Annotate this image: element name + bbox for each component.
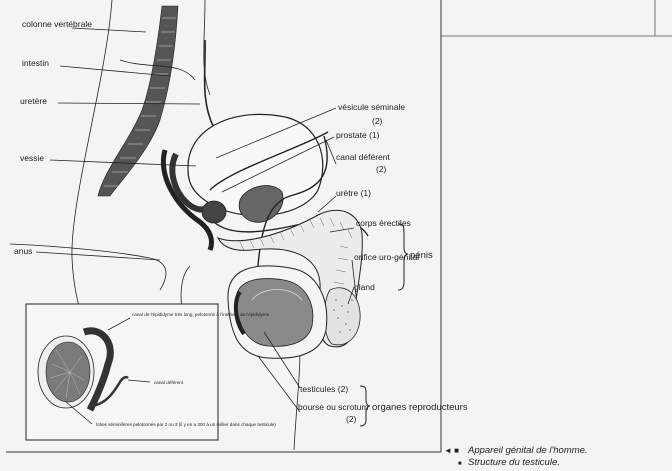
- label-anus: anus: [14, 246, 32, 256]
- caption-line1: Appareil génital de l'homme.: [467, 445, 588, 456]
- label-prostate: prostate (1): [336, 130, 380, 140]
- label-uretere: uretère: [20, 96, 47, 106]
- label-vesicule: vésicule séminale: [338, 102, 405, 112]
- caption-arrow: ◄ ■: [444, 446, 459, 455]
- inset-label-epididyme: canal de l'épididyme très long, pelotonn…: [132, 312, 270, 317]
- label-vesicule-num: (2): [372, 116, 383, 126]
- inset-label-canal: canal déférent: [154, 380, 184, 385]
- ureter: [205, 40, 214, 128]
- inset-lobules: [46, 342, 90, 402]
- label-penis: pénis: [410, 250, 433, 261]
- caption-line2: Structure du testicule.: [468, 457, 560, 466]
- buttock-outline: [10, 244, 166, 290]
- label-canal-deferent-num: (2): [376, 164, 387, 174]
- glans: [324, 288, 360, 345]
- label-testicules: testicules (2): [300, 384, 348, 394]
- label-uretre: urètre (1): [336, 188, 371, 198]
- label-colonne: colonne vertébrale: [22, 19, 92, 29]
- label-vessie: vessie: [20, 153, 44, 163]
- thigh-outline: [294, 350, 300, 450]
- label-bourse-num: (2): [346, 414, 357, 424]
- prostate: [202, 201, 226, 223]
- label-organes: organes reproducteurs: [372, 402, 468, 413]
- label-canal-deferent: canal déférent: [336, 152, 391, 162]
- back-outline: [72, 0, 112, 340]
- label-gland: gland: [354, 282, 375, 292]
- label-corps-erectiles: corps érectiles: [356, 218, 411, 228]
- inset-label-lobes: lobes séminifères pelotonnés par 2 ou 3 …: [96, 422, 276, 427]
- caption-bullet: ■: [458, 461, 462, 466]
- label-intestin: intestin: [22, 58, 49, 68]
- label-bourse: bourse ou scrotum: [298, 402, 368, 412]
